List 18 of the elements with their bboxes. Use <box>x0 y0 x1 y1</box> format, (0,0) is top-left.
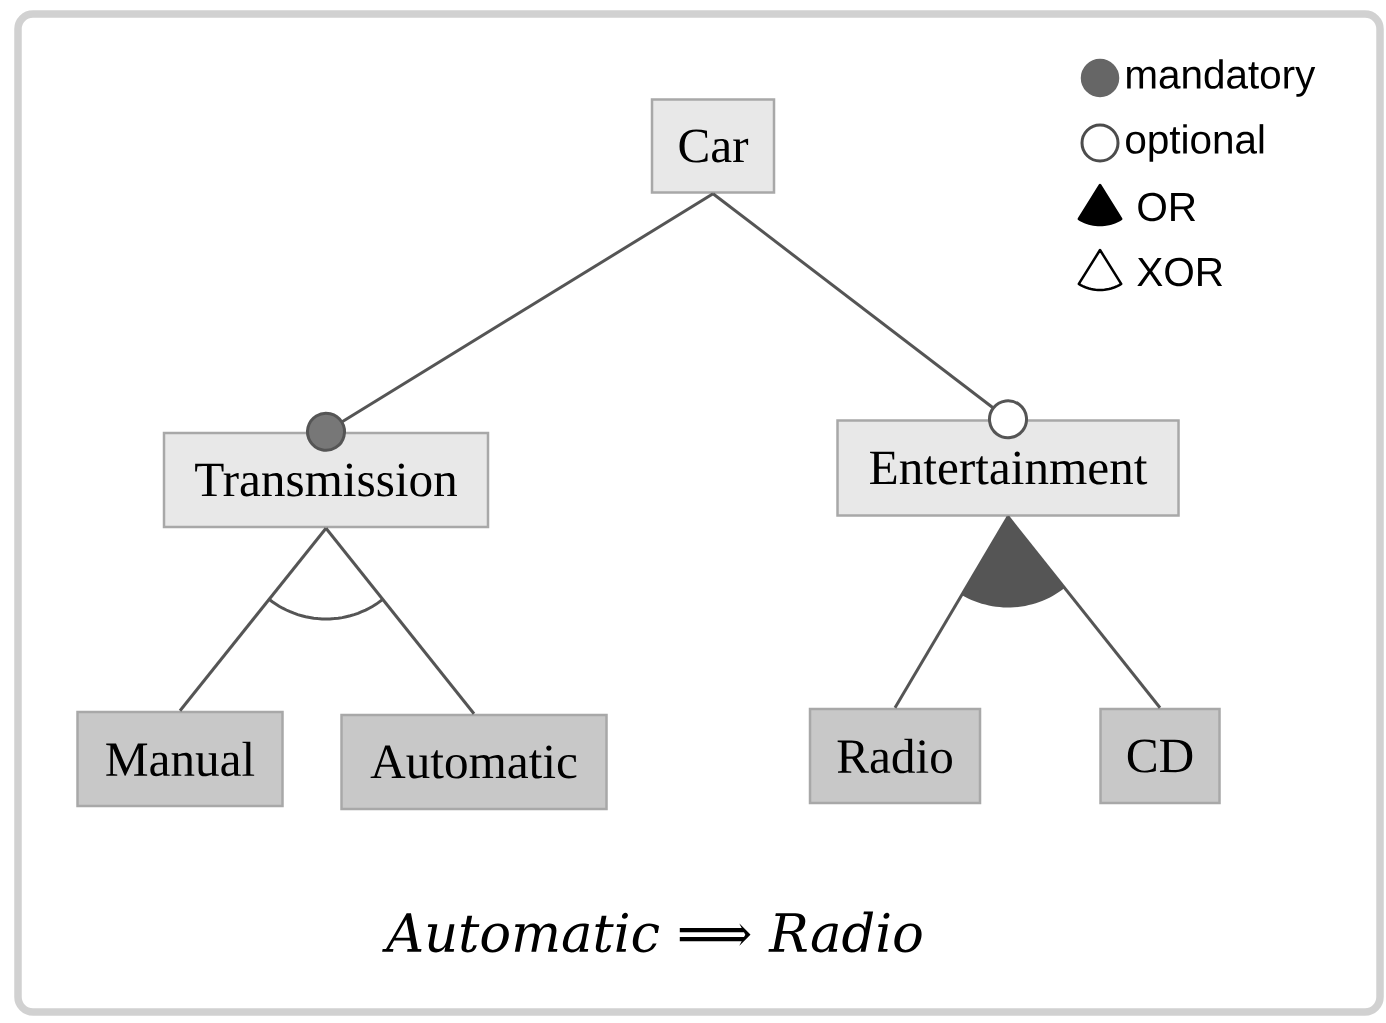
feature-box: Car <box>650 98 776 194</box>
connector-line <box>306 192 714 452</box>
constraint-formula: Automatic ⟹ Radio <box>382 911 922 953</box>
feature-box: Entertainment <box>836 419 1180 517</box>
connector-line <box>1006 515 1162 709</box>
connector-line <box>712 192 1028 440</box>
feature-box: Manual <box>76 710 284 808</box>
legend-text: optional <box>1126 124 1264 162</box>
feature-box: CD <box>1099 707 1221 805</box>
feature-box: Transmission <box>162 431 490 529</box>
feature-box: Automatic <box>340 713 608 811</box>
legend-text: mandatory <box>1127 59 1316 97</box>
connector-line <box>893 516 1010 709</box>
legend-text: OR <box>1138 192 1196 222</box>
legend-text: XOR <box>1137 257 1223 287</box>
connector-line <box>324 527 476 715</box>
connector-line <box>178 527 328 712</box>
feature-box: Radio <box>808 707 982 805</box>
